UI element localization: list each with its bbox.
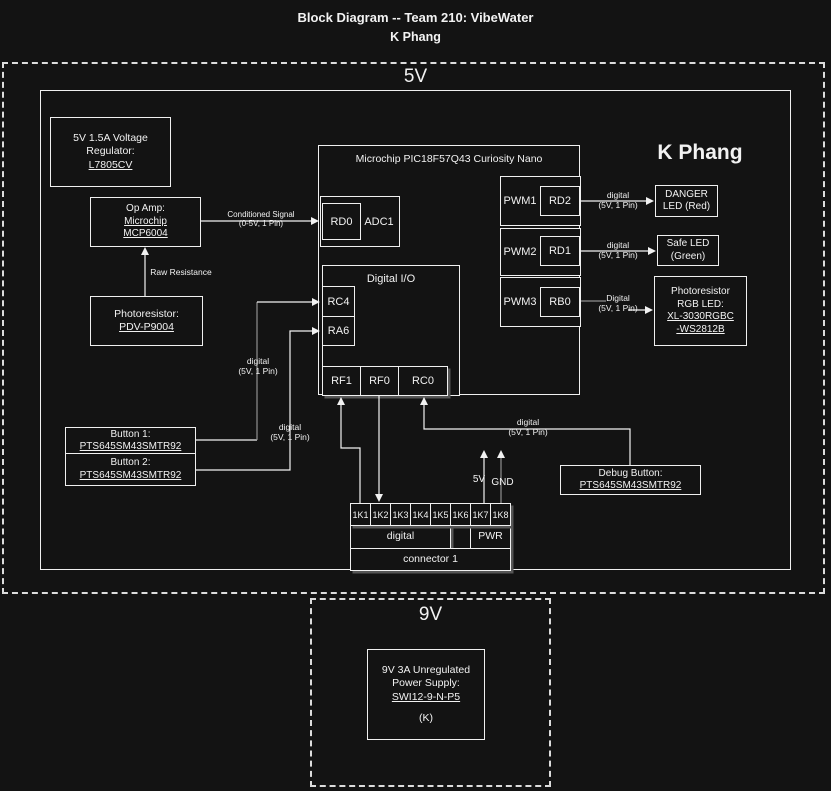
opamp-part-link-2[interactable]: MCP6004 (123, 228, 168, 240)
wire-label-digital-rd1: digital (5V, 1 Pin) (587, 240, 649, 260)
button1-part-link[interactable]: PTS645SM43SMTR92 (79, 440, 182, 452)
regulator-part-link[interactable]: L7805CV (88, 158, 133, 171)
rail-gnd-label: GND (491, 477, 514, 488)
wire-label-digital-debug-l2: (5V, 1 Pin) (508, 427, 548, 438)
wire-label-digital-btn1-l2: (5V, 1 Pin) (238, 366, 278, 377)
photoresistor-block: Photoresistor: PDV-P9004 (90, 296, 203, 346)
psu-block: 9V 3A Unregulated Power Supply: SWI12-9-… (367, 649, 485, 740)
connector-pin-1k6: 1K6 (450, 503, 471, 526)
wire-label-digital-btn2-l1: digital (278, 422, 302, 432)
wire-label-digital-rd2-l2: (5V, 1 Pin) (598, 200, 638, 211)
psu-line2: Power Supply: (392, 677, 460, 690)
psu-line1: 9V 3A Unregulated (381, 663, 471, 676)
rail-5v-label: 5V (472, 474, 486, 485)
pin-rd1: RD1 (540, 236, 580, 266)
pwm2-label: PWM2 (503, 246, 537, 258)
rgb-led-line1: Photoresistor (671, 286, 730, 297)
connector-pwr-group: PWR (470, 525, 511, 549)
safe-led-line2: (Green) (670, 250, 706, 262)
wire-label-digital-rd2-l1: digital (606, 190, 630, 200)
photoresistor-part-link[interactable]: PDV-P9004 (119, 321, 174, 333)
region-9v-label: 9V (418, 604, 443, 625)
wire-label-conditioned: Conditioned Signal (0-5V, 1 Pin) (224, 210, 298, 229)
pin-rd2: RD2 (540, 186, 580, 216)
region-5v (2, 62, 825, 594)
op-amp-block: Op Amp: Microchip MCP6004 (90, 197, 201, 247)
safe-led-block: Safe LED (Green) (657, 235, 719, 266)
regulator-line1: 5V 1.5A Voltage (73, 131, 148, 144)
diagram-subtitle: K Phang (390, 30, 441, 44)
connector-pin-1k3: 1K3 (390, 503, 411, 526)
pin-rf1: RF1 (322, 366, 361, 396)
wire-label-digital-btn1-l1: digital (246, 356, 270, 366)
wire-label-digital-btn2-l2: (5V, 1 Pin) (270, 432, 310, 443)
mcu-title: Microchip PIC18F57Q43 Curiosity Nano (355, 153, 543, 165)
safe-led-line1: Safe LED (666, 238, 710, 249)
wire-label-conditioned-l2: (0-5V, 1 Pin) (238, 219, 284, 229)
button1-block: Button 1: PTS645SM43SMTR92 (65, 427, 196, 454)
button2-block: Button 2: PTS645SM43SMTR92 (65, 453, 196, 486)
pin-ra6: RA6 (322, 316, 355, 346)
connector-pin-1k4: 1K4 (410, 503, 431, 526)
connector-pin-1k8: 1K8 (490, 503, 511, 526)
debug-button-title: Debug Button: (598, 467, 663, 479)
wire-label-digital-rd2: digital (5V, 1 Pin) (587, 190, 649, 210)
pin-rc4: RC4 (322, 286, 355, 317)
connector-pin-1k5: 1K5 (430, 503, 451, 526)
rgb-led-line2: RGB LED: (677, 298, 724, 310)
danger-led-block: DANGER LED (Red) (655, 185, 718, 217)
voltage-regulator-block: 5V 1.5A Voltage Regulator: L7805CV (50, 117, 171, 187)
wire-label-digital-btn1: digital (5V, 1 Pin) (227, 356, 289, 376)
button2-title: Button 2: (110, 457, 151, 468)
region-5v-label: 5V (403, 66, 428, 87)
danger-led-line2: LED (Red) (662, 201, 711, 212)
wire-label-digital-rb0-l2: (5V, 1 Pin) (598, 303, 638, 314)
connector1-block: connector 1 (350, 548, 511, 571)
pin-rd0: RD0 (322, 203, 361, 240)
wire-label-digital-debug: digital (5V, 1 Pin) (497, 417, 559, 437)
wire-label-digital-btn2: digital (5V, 1 Pin) (259, 422, 321, 442)
pwm3-label: PWM3 (503, 296, 537, 308)
pin-rf0: RF0 (360, 366, 399, 396)
author-label: K Phang (657, 141, 743, 164)
button2-part-link[interactable]: PTS645SM43SMTR92 (79, 469, 182, 481)
wire-label-conditioned-l1: Conditioned Signal (227, 210, 295, 219)
opamp-title: Op Amp: (126, 202, 165, 214)
wire-label-raw-resistance: Raw Resistance (150, 267, 212, 277)
connector-digital-group: digital (350, 525, 451, 549)
connector-pin-1k2: 1K2 (370, 503, 391, 526)
opamp-part-link-1[interactable]: Microchip (124, 215, 167, 227)
rgb-led-part-link-1[interactable]: XL-3030RGBC (667, 311, 734, 322)
digital-io-label: Digital I/O (366, 273, 416, 285)
psu-part-link[interactable]: SWI12-9-N-P5 (391, 690, 461, 703)
region-9v (310, 598, 551, 787)
danger-led-line1: DANGER (665, 188, 708, 200)
wire-label-digital-rb0: Digital (5V, 1 Pin) (587, 293, 649, 313)
adc-label: ADC1 (364, 215, 394, 228)
rgb-led-block: Photoresistor RGB LED: XL-3030RGBC -WS28… (654, 276, 747, 346)
wire-label-digital-rd1-l1: digital (606, 240, 630, 250)
psu-note: (K) (419, 711, 433, 724)
connector-pin-1k7: 1K7 (470, 503, 491, 526)
wire-label-digital-rb0-l1: Digital (606, 293, 630, 303)
button1-title: Button 1: (110, 428, 151, 440)
photoresistor-title: Photoresistor: (114, 307, 179, 320)
connector-pin-1k1: 1K1 (350, 503, 371, 526)
pin-rc0: RC0 (398, 366, 448, 396)
rgb-led-part-link-2[interactable]: -WS2812B (676, 323, 725, 335)
debug-button-block: Debug Button: PTS645SM43SMTR92 (560, 465, 701, 495)
pwm1-label: PWM1 (503, 195, 537, 207)
wire-label-digital-debug-l1: digital (516, 417, 540, 427)
connector-pin-row: 1K1 1K2 1K3 1K4 1K5 1K6 1K7 1K8 (350, 503, 511, 526)
diagram-title: Block Diagram -- Team 210: VibeWater (297, 10, 534, 25)
pin-rb0: RB0 (540, 287, 580, 317)
debug-button-part-link[interactable]: PTS645SM43SMTR92 (579, 480, 682, 491)
wire-label-digital-rd1-l2: (5V, 1 Pin) (598, 250, 638, 261)
regulator-line2: Regulator: (86, 145, 135, 158)
